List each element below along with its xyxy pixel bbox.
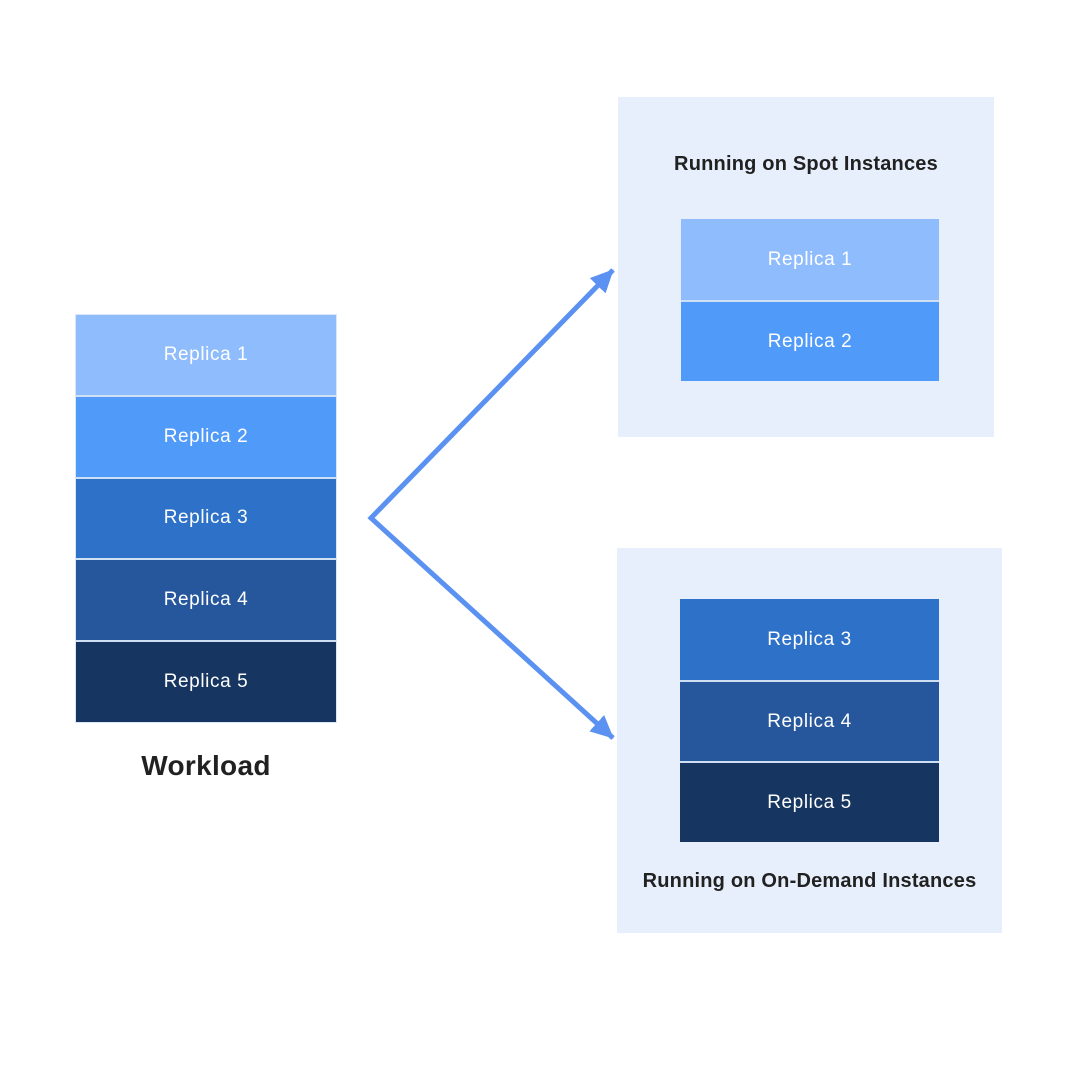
workload-replica-box: Replica 3 [76, 476, 336, 559]
ondemand-replica-box: Replica 3 [680, 599, 939, 680]
workload-replica-box: Replica 5 [76, 640, 336, 722]
spot-panel-title: Running on Spot Instances [674, 153, 938, 175]
workload-replica-box: Replica 2 [76, 394, 336, 477]
spot-replica-label: Replica 2 [767, 330, 853, 352]
workload-caption: Workload [141, 750, 271, 781]
workload-replica-label: Replica 2 [163, 425, 249, 447]
workload-replica-label: Replica 4 [163, 589, 249, 611]
ondemand-replica-label: Replica 3 [767, 628, 852, 650]
ondemand-instances-panel: Replica 3 Replica 4 Replica 5 Running on… [617, 548, 1002, 933]
ondemand-replica-label: Replica 5 [767, 791, 852, 813]
workload-replica-label: Replica 1 [163, 343, 249, 365]
spot-replica-box: Replica 2 [681, 300, 939, 381]
ondemand-replica-label: Replica 4 [767, 710, 852, 732]
spot-replica-stack: Replica 1 Replica 2 [681, 219, 939, 381]
ondemand-panel-title: Running on On-Demand Instances [642, 870, 977, 892]
ondemand-replica-stack: Replica 3 Replica 4 Replica 5 [680, 599, 939, 842]
workload-replica-label: Replica 5 [163, 671, 249, 693]
split-arrow-lines [367, 268, 615, 740]
workload-replica-box: Replica 4 [76, 558, 336, 641]
workload-stack: Replica 1 Replica 2 Replica 3 Replica 4 … [76, 315, 336, 722]
workload-replica-label: Replica 3 [163, 507, 249, 529]
spot-instances-panel: Running on Spot Instances Replica 1 Repl… [618, 97, 994, 437]
workload-replica-box: Replica 1 [76, 315, 336, 395]
ondemand-replica-box: Replica 4 [680, 680, 939, 761]
spot-replica-label: Replica 1 [767, 248, 853, 270]
spot-replica-box: Replica 1 [681, 219, 939, 300]
ondemand-replica-box: Replica 5 [680, 761, 939, 842]
